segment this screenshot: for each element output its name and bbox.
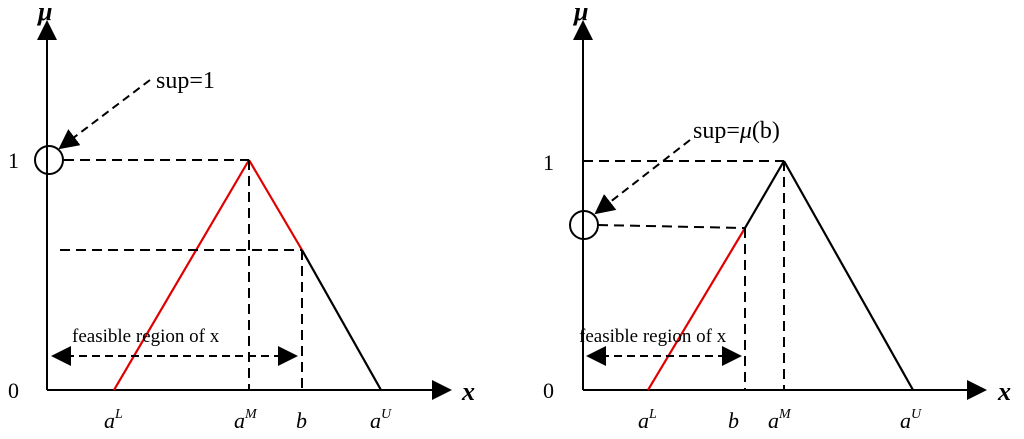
left-sup-label: sup=1 xyxy=(156,68,215,94)
right-region-label: feasible region of x xyxy=(579,326,727,347)
left-falling-edge xyxy=(301,249,382,391)
left-sup-arrow xyxy=(58,79,151,150)
right-panel: μ x 1 0 sup=μ(b) feasible region of x aL… xyxy=(543,0,1011,433)
left-x-axis-label: x xyxy=(461,377,475,406)
right-label-aM: aM xyxy=(768,407,792,433)
right-b-horizontal-guide xyxy=(597,224,746,229)
right-y-axis-label: μ xyxy=(572,0,588,26)
right-sup-marker xyxy=(569,210,599,240)
left-region-label: feasible region of x xyxy=(72,326,220,347)
right-x-axis-label: x xyxy=(997,377,1011,406)
left-tick-zero: 0 xyxy=(8,378,19,403)
left-tick-one: 1 xyxy=(8,148,19,173)
right-sup-label: sup=μ(b) xyxy=(693,118,780,144)
right-rising-edge-feasible xyxy=(647,227,746,391)
left-label-aU: aU xyxy=(370,407,392,433)
left-falling-edge-feasible xyxy=(248,159,303,251)
right-label-aU: aU xyxy=(900,407,922,433)
left-panel: μ x 1 0 sup=1 feasible region of x aL aM… xyxy=(8,0,475,433)
left-label-aL: aL xyxy=(104,407,123,433)
right-label-aL: aL xyxy=(638,407,657,433)
right-tick-one: 1 xyxy=(543,150,554,175)
left-label-aM: aM xyxy=(234,407,258,433)
right-label-b: b xyxy=(728,408,739,433)
right-sup-arrow xyxy=(594,139,691,215)
left-label-b: b xyxy=(296,408,307,433)
left-y-axis-label: μ xyxy=(36,0,52,26)
right-rising-edge xyxy=(744,160,785,229)
right-tick-zero: 0 xyxy=(543,378,554,403)
right-falling-edge xyxy=(783,160,914,391)
left-sup-marker xyxy=(34,145,64,175)
